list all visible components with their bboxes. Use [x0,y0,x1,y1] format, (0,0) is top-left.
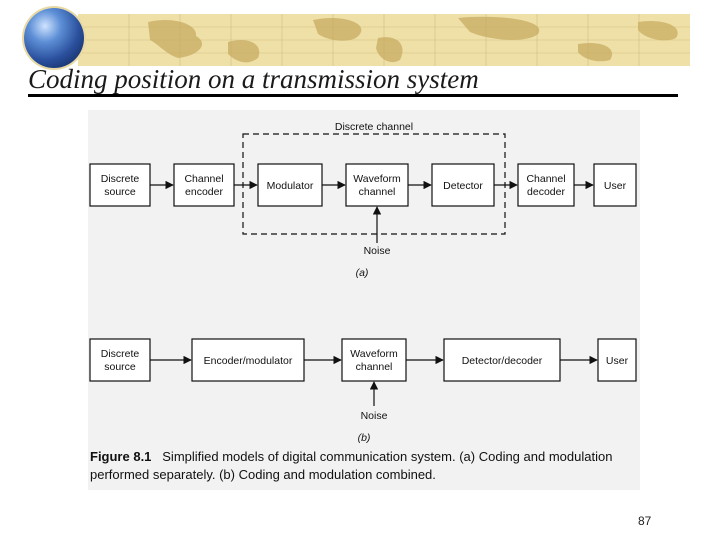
figure-caption-label: Figure 8.1 [90,449,152,464]
svg-text:channel: channel [359,186,396,198]
figure-caption: Figure 8.1 Simplified models of digital … [90,448,640,484]
globe-icon [24,8,84,68]
block-b-encoder-modulator: Encoder/modulator [191,338,305,382]
block-a-user: User [593,163,637,207]
svg-text:User: User [606,355,629,367]
svg-text:Discrete: Discrete [101,348,140,360]
svg-text:Detector: Detector [443,180,483,192]
svg-text:Modulator: Modulator [267,180,314,192]
svg-text:Waveform: Waveform [350,348,398,360]
svg-text:Encoder/modulator: Encoder/modulator [204,355,293,367]
svg-text:channel: channel [356,361,393,373]
block-b-detector-decoder: Detector/decoder [443,338,561,382]
page-number: 87 [638,514,652,528]
svg-text:User: User [604,180,627,192]
arrows-a [150,180,594,243]
block-b-discrete-source: Discrete source [89,338,151,382]
sublabel-b: (b) [358,432,371,444]
block-a-discrete-source: Discrete source [89,163,151,207]
svg-text:encoder: encoder [185,186,223,198]
svg-text:Discrete: Discrete [101,173,140,185]
block-a-waveform-channel: Waveform channel [345,163,409,207]
svg-text:source: source [104,186,136,198]
svg-text:Detector/decoder: Detector/decoder [462,355,543,367]
decorative-map-banner [78,14,690,66]
svg-text:Channel: Channel [526,173,565,185]
svg-text:Waveform: Waveform [353,173,401,185]
title-underline [28,94,678,97]
arrows-b [150,355,598,406]
svg-text:decoder: decoder [527,186,565,198]
block-a-detector: Detector [431,163,495,207]
block-a-channel-decoder: Channel decoder [517,163,575,207]
slide-title: Coding position on a transmission system [28,64,479,94]
noise-label-b: Noise [361,410,388,422]
block-diagram: Discrete channel Discrete source Channel… [89,121,637,444]
world-map-background [78,14,690,66]
svg-text:source: source [104,361,136,373]
sublabel-a: (a) [356,267,369,279]
figure-panel: Discrete channel Discrete source Channel… [88,110,640,490]
block-b-user: User [597,338,637,382]
block-a-modulator: Modulator [257,163,323,207]
block-a-channel-encoder: Channel encoder [173,163,235,207]
discrete-channel-boundary [242,133,506,235]
svg-text:Channel: Channel [184,173,223,185]
discrete-channel-label: Discrete channel [335,121,413,133]
block-b-waveform-channel: Waveform channel [341,338,407,382]
noise-label-a: Noise [364,245,391,257]
figure-caption-text: Simplified models of digital communicati… [90,449,613,482]
